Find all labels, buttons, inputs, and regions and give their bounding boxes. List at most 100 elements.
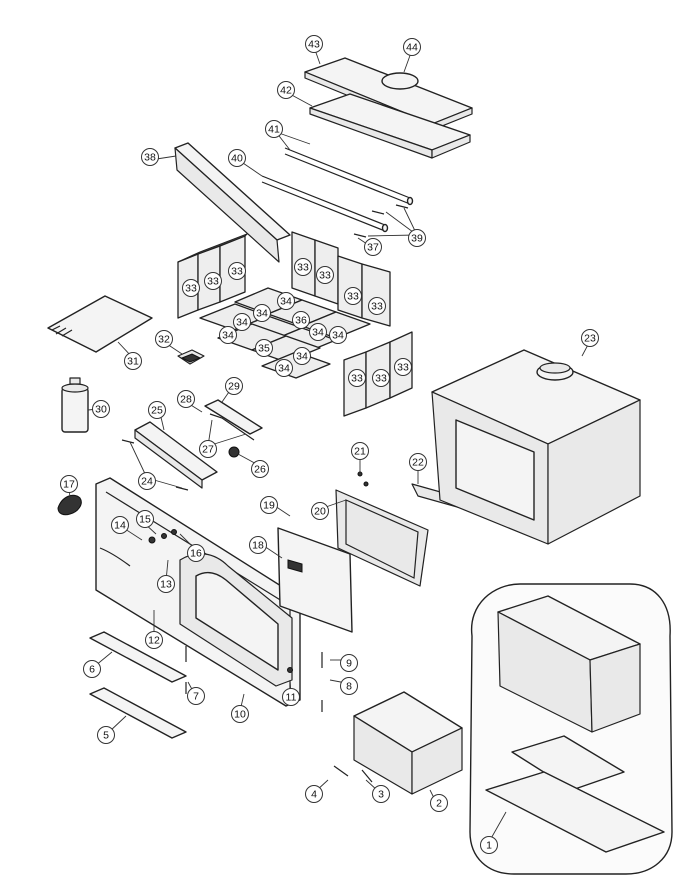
callout-circle [83, 660, 101, 678]
callout-circle [348, 369, 366, 387]
callout-label: 34 [256, 308, 268, 320]
callout-circle [403, 38, 421, 56]
callout-label: 2 [436, 798, 442, 810]
callout-label: 44 [406, 42, 418, 54]
callout-label: 4 [311, 789, 317, 801]
callout-1: 1 [480, 836, 498, 854]
callout-label: 43 [308, 39, 320, 51]
callout-circle [177, 390, 195, 408]
callout-label: 36 [295, 315, 307, 327]
callout-label: 22 [412, 457, 424, 469]
flue-collar-top [381, 72, 419, 90]
callout-label: 33 [297, 262, 309, 274]
air-control-block [177, 349, 205, 365]
callout-label: 25 [151, 405, 163, 417]
callout-19: 19 [260, 496, 278, 514]
callout-circle [368, 297, 386, 315]
callout-34: 34 [219, 326, 237, 344]
callout-circle [394, 358, 412, 376]
door-glass [277, 527, 353, 633]
callout-20: 20 [311, 502, 329, 520]
insulation-board [309, 93, 471, 159]
callout-34: 34 [309, 323, 327, 341]
callout-37: 37 [364, 238, 382, 256]
callout-30: 30 [92, 400, 110, 418]
air-tubes [261, 147, 414, 233]
callout-32: 32 [155, 330, 173, 348]
callout-42: 42 [277, 81, 295, 99]
callout-24: 24 [138, 472, 156, 490]
callout-circle [408, 229, 426, 247]
callout-36: 36 [292, 311, 310, 329]
callout-27: 27 [199, 440, 217, 458]
callout-10: 10 [231, 705, 249, 723]
callout-label: 1 [486, 840, 492, 852]
callout-34: 34 [277, 292, 295, 310]
callout-circle [294, 258, 312, 276]
callout-label: 11 [286, 692, 297, 704]
callout-circle [187, 544, 205, 562]
callout-23: 23 [581, 329, 599, 347]
callout-38: 38 [141, 148, 159, 166]
callout-34: 34 [253, 304, 271, 322]
callout-circle [136, 510, 154, 528]
callout-17: 17 [60, 475, 78, 493]
callout-circle [124, 352, 142, 370]
callout-label: 6 [89, 664, 95, 676]
callout-33: 33 [316, 266, 334, 284]
callout-9: 9 [340, 654, 358, 672]
callout-circle [253, 304, 271, 322]
callout-circle [231, 705, 249, 723]
callout-label: 8 [346, 681, 352, 693]
trim-strip-lower [89, 687, 187, 739]
callout-circle [265, 120, 283, 138]
callout-label: 19 [263, 500, 275, 512]
callout-2: 2 [430, 794, 448, 812]
callout-39: 39 [408, 229, 426, 247]
callout-label: 32 [158, 334, 170, 346]
callout-circle [228, 262, 246, 280]
callout-33: 33 [228, 262, 246, 280]
callout-circle [351, 442, 369, 460]
instruction-manual [47, 295, 153, 353]
callout-circle [233, 313, 251, 331]
callout-31: 31 [124, 352, 142, 370]
callout-label: 31 [127, 356, 139, 368]
callout-circle [228, 149, 246, 167]
callout-circle [340, 677, 358, 695]
callout-circle [316, 266, 334, 284]
callout-14: 14 [111, 516, 129, 534]
callout-28: 28 [177, 390, 195, 408]
callout-34: 34 [329, 326, 347, 344]
callout-13: 13 [157, 575, 175, 593]
callout-label: 7 [193, 691, 199, 703]
callout-33: 33 [204, 272, 222, 290]
callout-circle [97, 726, 115, 744]
callout-circle [187, 687, 205, 705]
callout-circle [344, 287, 362, 305]
callout-label: 39 [411, 233, 423, 245]
callout-4: 4 [305, 785, 323, 803]
air-control-bracket [204, 399, 263, 458]
callout-34: 34 [275, 359, 293, 377]
callout-33: 33 [182, 279, 200, 297]
rear-baffle-plate [174, 142, 291, 263]
callout-7: 7 [187, 687, 205, 705]
glass-retainer-frame [335, 489, 429, 587]
callout-circle [409, 453, 427, 471]
callout-33: 33 [344, 287, 362, 305]
callout-6: 6 [83, 660, 101, 678]
callout-circle [275, 359, 293, 377]
ash-pan [353, 691, 463, 795]
callout-label: 14 [114, 520, 126, 532]
callout-label: 12 [148, 635, 160, 647]
pedestal-assembly [469, 583, 673, 875]
callout-circle [581, 329, 599, 347]
callout-circle [141, 148, 159, 166]
hardware [148, 471, 373, 783]
callout-33: 33 [294, 258, 312, 276]
callout-circle [138, 472, 156, 490]
callout-label: 33 [351, 373, 363, 385]
